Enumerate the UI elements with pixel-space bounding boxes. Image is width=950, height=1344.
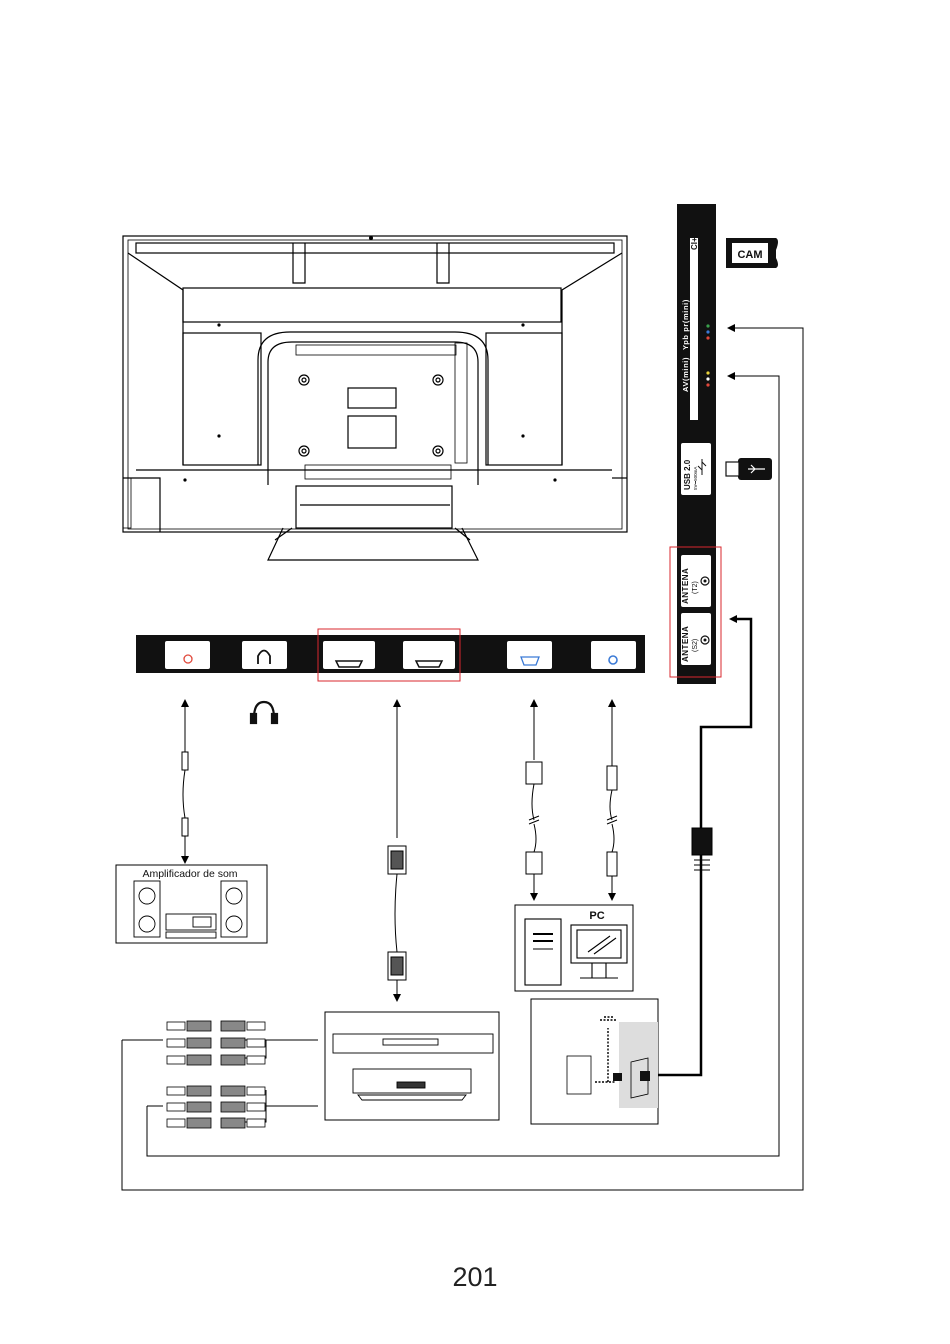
- bottom-connector-panel: [136, 629, 645, 681]
- wall-antenna-device: [531, 999, 658, 1124]
- pc-label: PC: [589, 910, 604, 922]
- usb-stick-icon: [726, 458, 772, 480]
- pc-device: PC: [515, 905, 633, 991]
- antenna-s2-sub-label: (S2): [692, 639, 699, 652]
- amplifier-device: Amplificador de som: [116, 865, 267, 943]
- usb-port-label: USB 2.0: [683, 459, 692, 490]
- cam-label: CAM: [737, 249, 762, 261]
- headphones-icon: [251, 702, 277, 723]
- ci-slot-label: CI+: [690, 237, 699, 250]
- hdmi1-port-icon: [336, 661, 362, 667]
- cam-card-icon: CAM: [726, 238, 778, 268]
- rca-cables-av: [167, 1086, 265, 1128]
- usb-rating-label: 5V⎓500mA: [693, 467, 698, 490]
- av-port-label: AV(mini): [681, 357, 690, 392]
- ypbpr-port-label: Ypb pr(mini): [681, 299, 690, 350]
- side-connector-panel: CI+ AV(mini) Ypb pr(mini) USB 2.0 5V⎓500…: [670, 204, 721, 684]
- amplifier-label: Amplificador de som: [142, 868, 237, 880]
- tv-back-dots: [183, 236, 556, 482]
- vga-port-icon: [521, 657, 539, 665]
- page-number: 201: [0, 1262, 950, 1293]
- antenna-t2-sub-label: (T2): [692, 581, 699, 594]
- dvd-vcr-device: [325, 1012, 499, 1120]
- antenna-t2-label: ANTENA: [681, 568, 690, 604]
- rca-cables-ypbpr: [167, 1021, 265, 1065]
- antenna-s2-label: ANTENA: [681, 626, 690, 662]
- tv-back-view: [123, 236, 627, 560]
- hdmi2-port-icon: [416, 661, 442, 667]
